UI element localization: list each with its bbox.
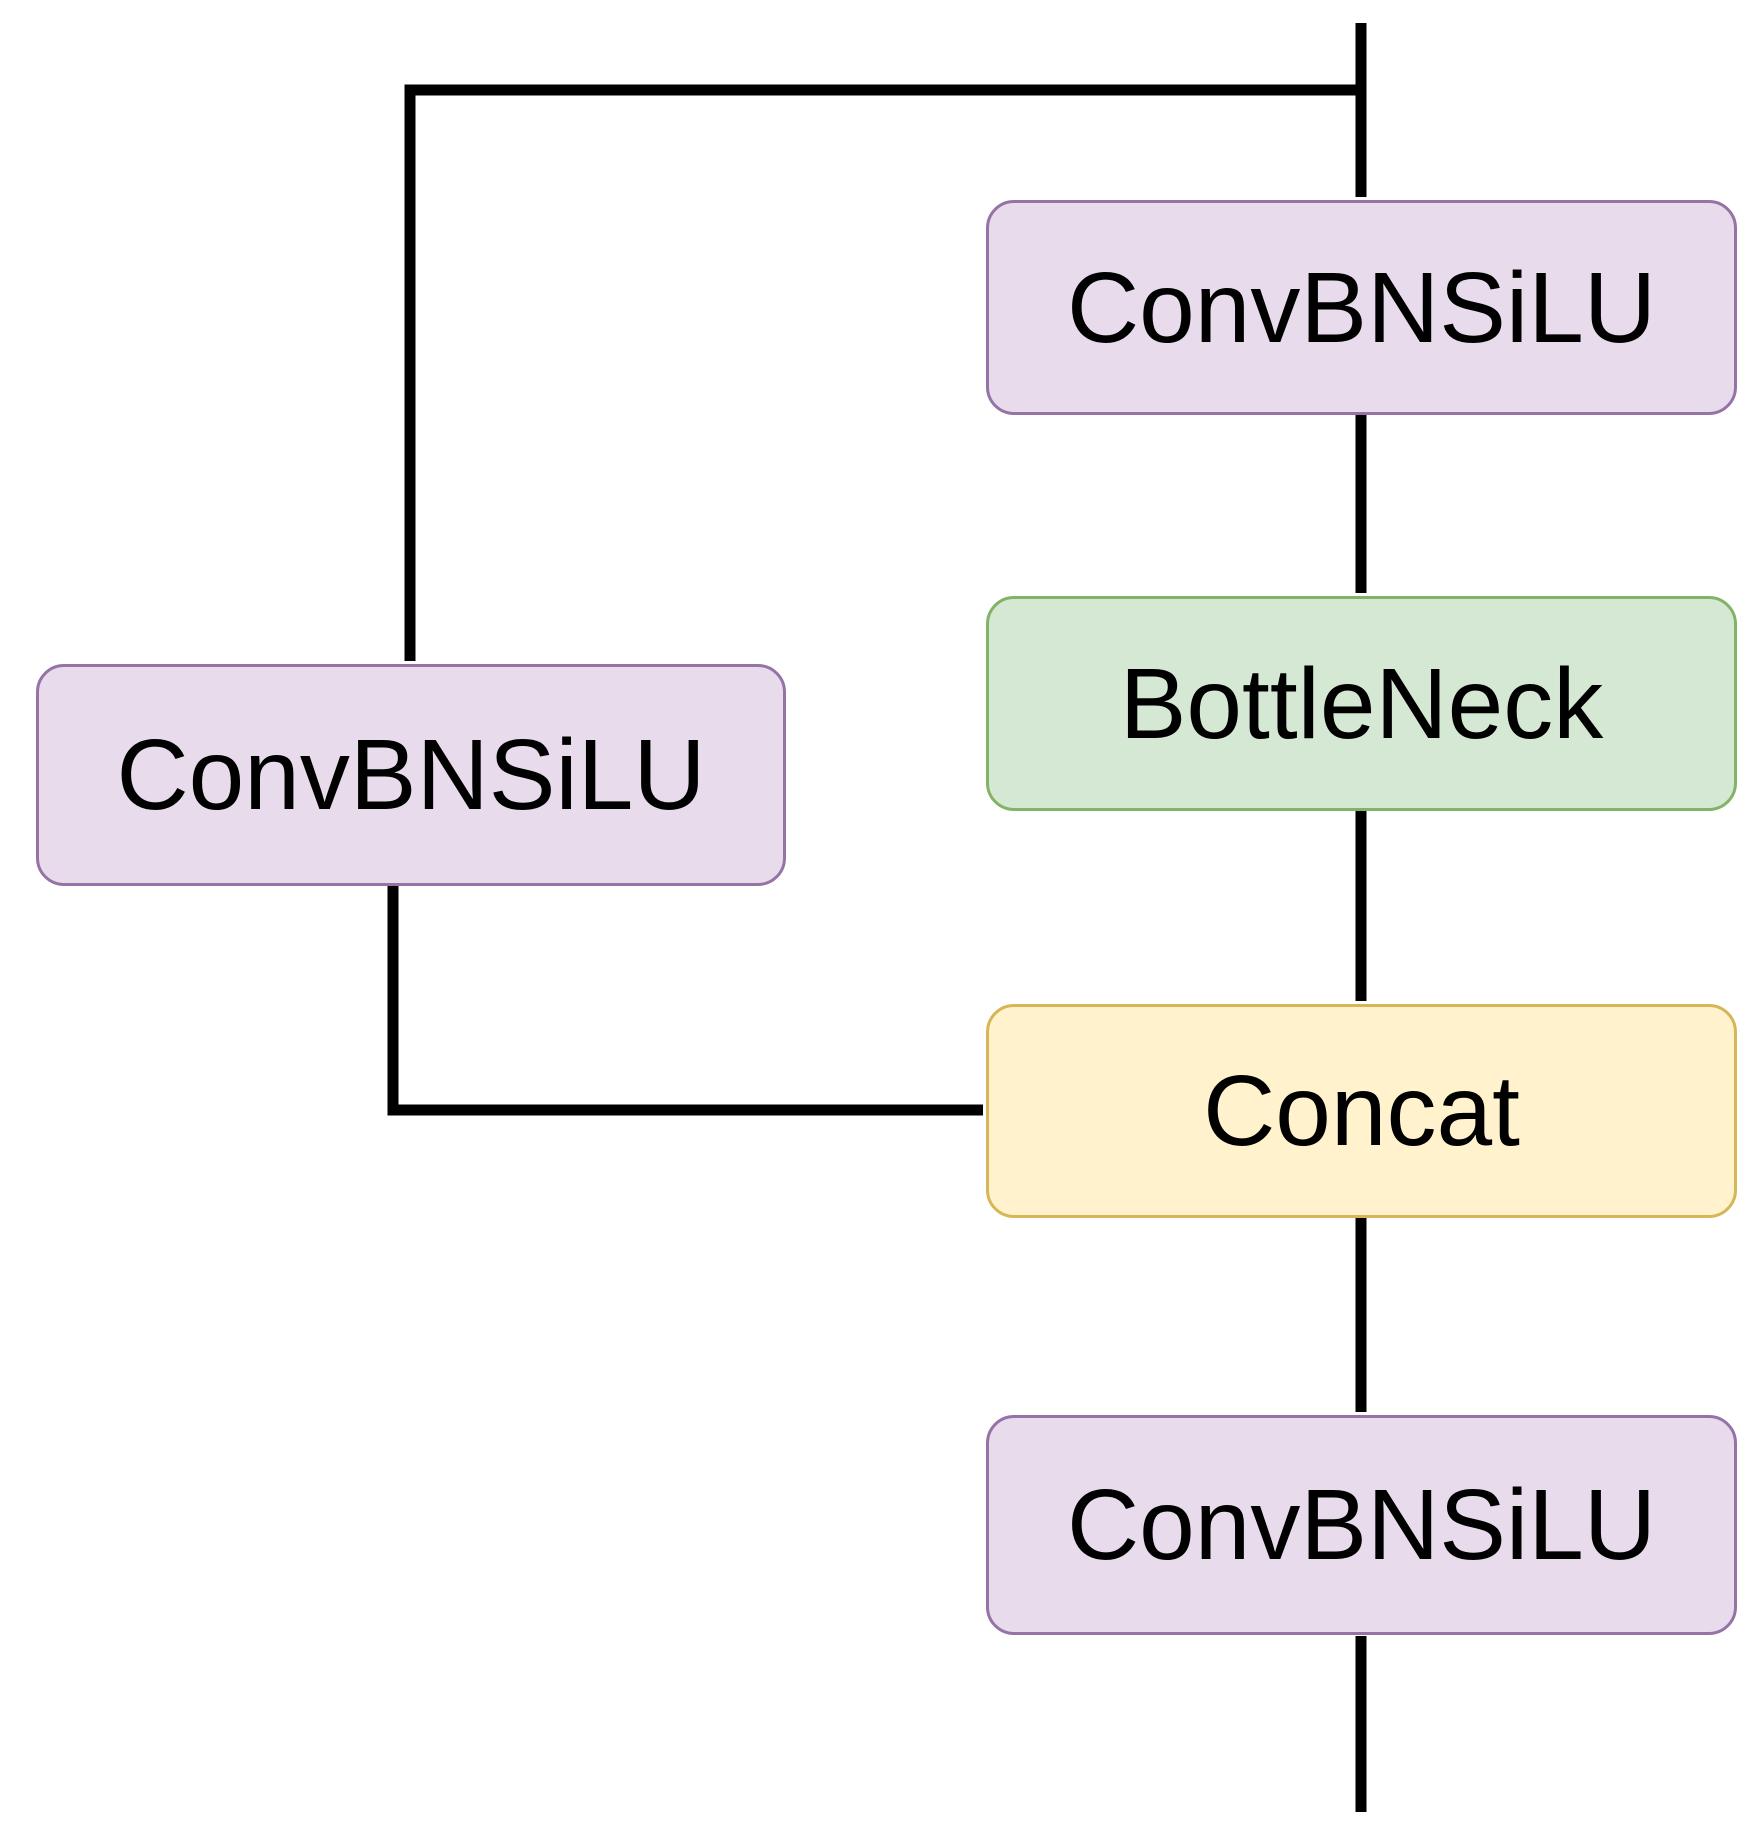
node-convbnsilu-bottom-label: ConvBNSiLU	[1066, 1469, 1657, 1581]
connector-input-branch-to-conv-left	[404, 84, 1361, 661]
node-concat: Concat	[986, 1004, 1737, 1218]
node-convbnsilu-bottom: ConvBNSiLU	[986, 1415, 1737, 1635]
connector-conv-left-to-concat	[387, 886, 983, 1116]
node-bottleneck-label: BottleNeck	[1119, 647, 1604, 760]
node-convbnsilu-left: ConvBNSiLU	[36, 664, 786, 886]
node-convbnsilu-top: ConvBNSiLU	[986, 200, 1737, 415]
node-convbnsilu-top-label: ConvBNSiLU	[1066, 251, 1657, 364]
node-convbnsilu-left-label: ConvBNSiLU	[116, 719, 706, 831]
node-concat-label: Concat	[1203, 1055, 1520, 1167]
node-bottleneck: BottleNeck	[986, 596, 1737, 811]
